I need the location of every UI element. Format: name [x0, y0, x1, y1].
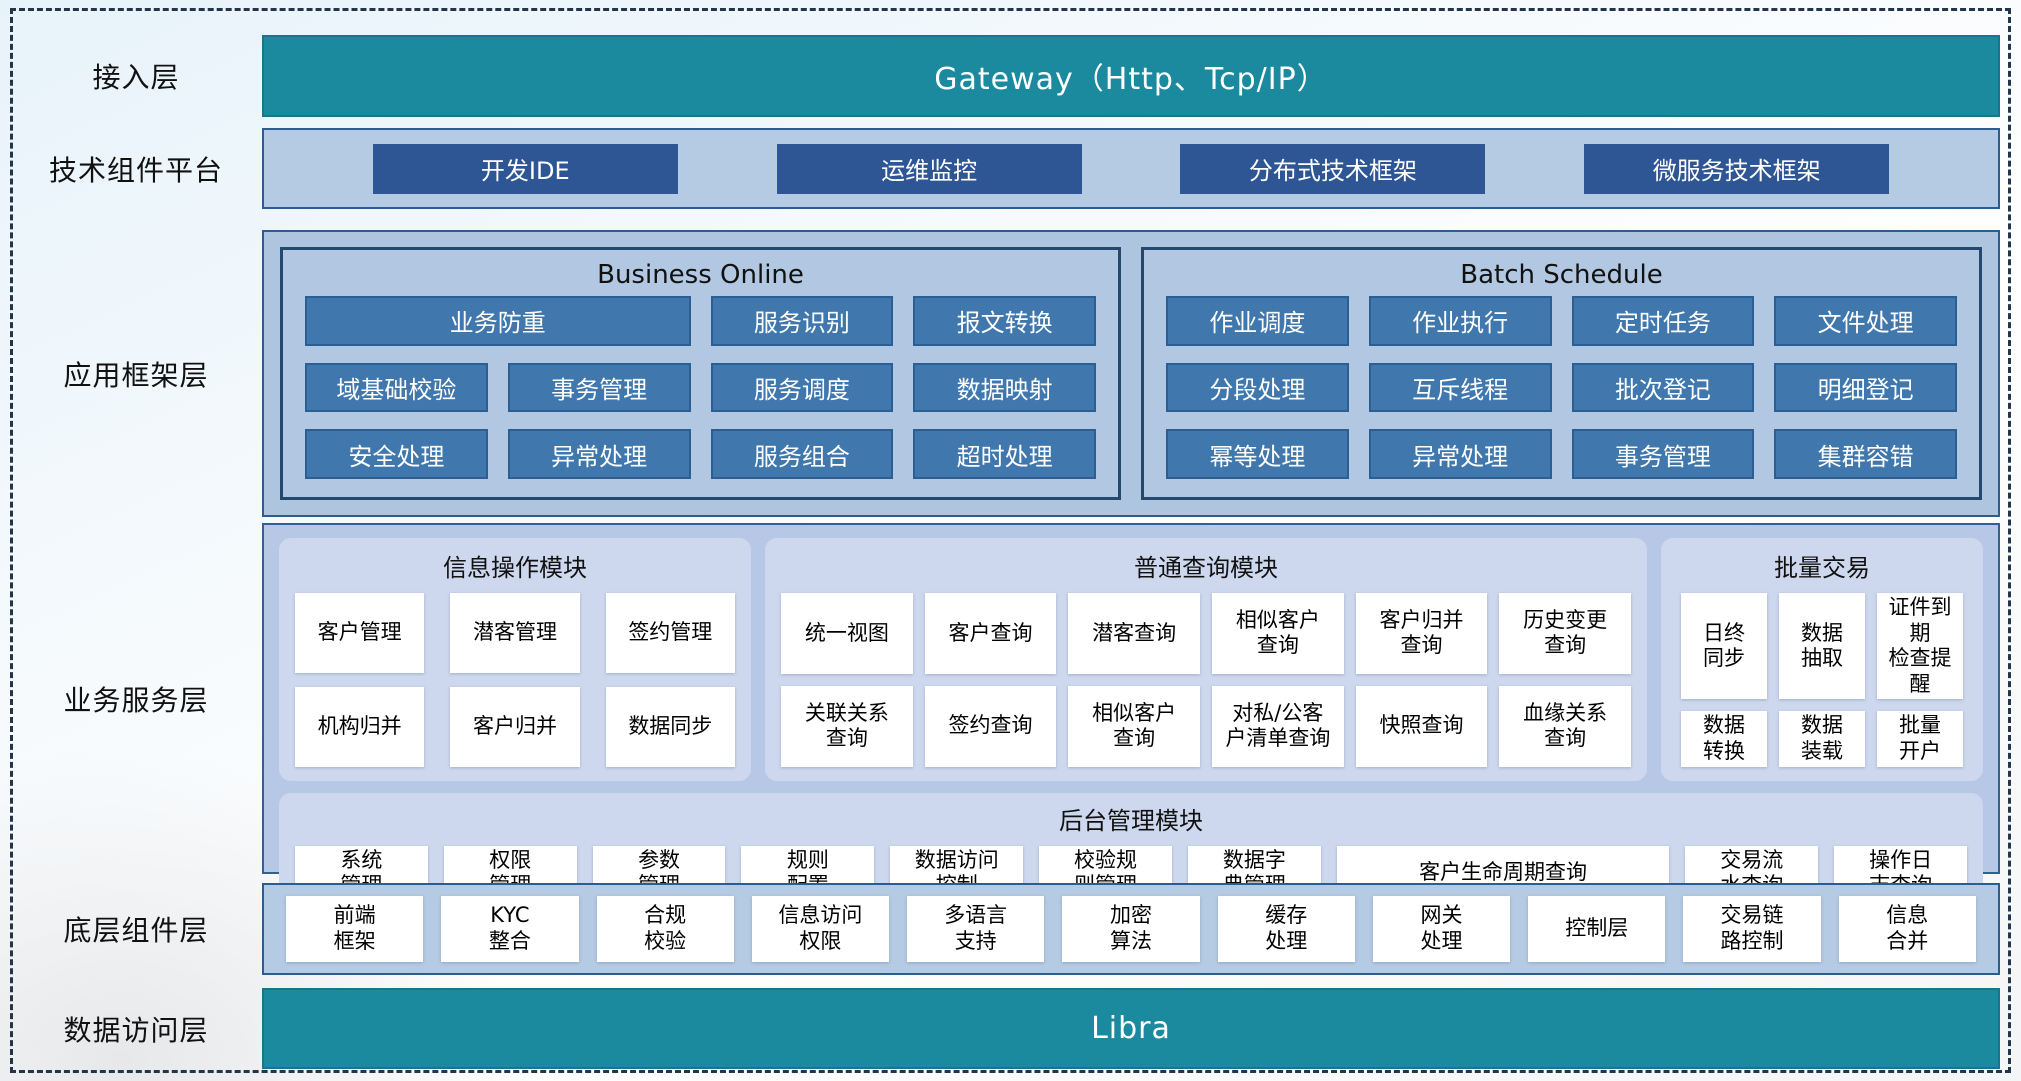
tech-box-ops-monitor: 运维监控: [776, 143, 1082, 194]
fw-box: 服务识别: [710, 296, 894, 346]
fw-box: 报文转换: [913, 296, 1096, 346]
fw-box: 批次登记: [1571, 362, 1755, 413]
service-box: 数据同步: [605, 686, 735, 767]
service-box: 血缘关系 查询: [1499, 685, 1631, 767]
layer-label-access: 接入层: [92, 61, 180, 94]
base-box: 缓存 处理: [1217, 896, 1355, 962]
batch-transaction-grid: 日终 同步 数据 抽取 证件到期 检查提醒 数据 转换 数据 装载 批量 开户: [1677, 593, 1967, 767]
fw-box: 明细登记: [1774, 362, 1957, 413]
batch-schedule-grid: 作业调度 作业执行 定时任务 文件处理 分段处理 互斥线程 批次登记 明细登记 …: [1166, 296, 1957, 479]
service-box: 签约查询: [924, 685, 1057, 767]
batch-schedule-title: Batch Schedule: [1460, 260, 1663, 290]
gateway-bar: Gateway（Http、Tcp/IP）: [262, 35, 2000, 117]
service-box: 对私/公客 户清单查询: [1212, 685, 1344, 767]
business-service-modules: 信息操作模块 客户管理 潜客管理 签约管理 机构归并 客户归并 数据同步 普通查…: [279, 538, 1983, 781]
service-box: 相似客户 查询: [1068, 685, 1200, 767]
service-box: 机构归并: [295, 686, 425, 767]
layer-label-framework: 应用框架层: [63, 358, 209, 392]
business-online-grid: 业务防重 服务识别 报文转换 域基础校验 事务管理 服务调度 数据映射 安全处理…: [305, 296, 1096, 479]
base-component-container: 前端 框架 KYC 整合 合规 校验 信息访问 权限 多语言 支持 加密 算法 …: [262, 883, 2000, 975]
fw-box: 互斥线程: [1368, 362, 1552, 413]
service-box: 客户查询: [924, 593, 1057, 674]
base-box: 交易链 路控制: [1683, 896, 1821, 962]
service-box: 数据 抽取: [1779, 593, 1865, 700]
service-box: 客户归并: [450, 686, 580, 767]
business-service-container: 信息操作模块 客户管理 潜客管理 签约管理 机构归并 客户归并 数据同步 普通查…: [262, 523, 2000, 914]
fw-box: 事务管理: [1571, 429, 1755, 479]
service-box: 快照查询: [1355, 685, 1488, 767]
info-operation-module: 信息操作模块 客户管理 潜客管理 签约管理 机构归并 客户归并 数据同步: [279, 538, 751, 781]
fw-box: 域基础校验: [305, 362, 488, 413]
common-query-module: 普通查询模块 统一视图 客户查询 潜客查询 相似客户 查询 客户归并 查询 历史…: [765, 538, 1647, 781]
business-online-title: Business Online: [597, 260, 804, 290]
batch-transaction-module: 批量交易 日终 同步 数据 抽取 证件到期 检查提醒 数据 转换 数据 装载 批…: [1661, 538, 1983, 781]
fw-box: 数据映射: [913, 362, 1096, 413]
base-box: 控制层: [1528, 896, 1666, 962]
common-query-title: 普通查询模块: [1134, 554, 1278, 582]
base-box: 合规 校验: [596, 896, 734, 962]
batch-schedule-panel: Batch Schedule 作业调度 作业执行 定时任务 文件处理 分段处理 …: [1141, 247, 1982, 500]
layer-label-base: 底层组件层: [63, 914, 209, 947]
layer-label-tech: 技术组件平台: [48, 153, 223, 187]
tech-box-microservice-fw: 微服务技术框架: [1584, 143, 1890, 194]
fw-box: 异常处理: [1368, 429, 1552, 479]
fw-box: 集群容错: [1774, 429, 1957, 479]
info-operation-title: 信息操作模块: [443, 554, 587, 582]
fw-box: 定时任务: [1571, 296, 1755, 346]
fw-box: 异常处理: [507, 429, 691, 479]
fw-box: 安全处理: [305, 429, 488, 479]
service-box: 证件到期 检查提醒: [1877, 593, 1963, 700]
app-framework-container: Business Online 业务防重 服务识别 报文转换 域基础校验 事务管…: [262, 230, 2000, 517]
service-box: 潜客查询: [1068, 593, 1200, 674]
fw-box: 作业执行: [1368, 296, 1552, 346]
service-box: 数据 转换: [1681, 711, 1767, 767]
service-box: 批量 开户: [1877, 711, 1963, 767]
base-box: 信息访问 权限: [751, 896, 890, 962]
fw-box: 作业调度: [1166, 296, 1349, 346]
common-query-grid: 统一视图 客户查询 潜客查询 相似客户 查询 客户归并 查询 历史变更 查询 关…: [781, 593, 1631, 767]
base-box: 多语言 支持: [907, 896, 1045, 962]
libra-bar: Libra: [262, 988, 2000, 1069]
service-box: 客户管理: [295, 593, 425, 673]
fw-box: 幂等处理: [1166, 429, 1349, 479]
fw-box: 服务调度: [710, 362, 894, 413]
fw-box: 事务管理: [507, 362, 691, 413]
fw-box: 服务组合: [710, 429, 894, 479]
base-box: 信息 合并: [1838, 896, 1976, 962]
base-box: 前端 框架: [286, 896, 424, 962]
tech-box-distributed-fw: 分布式技术框架: [1180, 143, 1486, 194]
service-box: 日终 同步: [1681, 593, 1767, 700]
layer-label-business: 业务服务层: [63, 683, 209, 717]
fw-box: 文件处理: [1774, 296, 1957, 346]
backend-admin-title: 后台管理模块: [1059, 806, 1203, 835]
service-box: 相似客户 查询: [1212, 593, 1344, 674]
service-box: 历史变更 查询: [1499, 593, 1631, 674]
service-box: 数据 装载: [1779, 711, 1865, 767]
service-box: 客户归并 查询: [1355, 593, 1488, 674]
base-box: 网关 处理: [1372, 896, 1511, 962]
service-box: 关联关系 查询: [781, 685, 913, 767]
tech-platform-container: 开发IDE 运维监控 分布式技术框架 微服务技术框架: [262, 128, 2000, 209]
batch-transaction-title: 批量交易: [1774, 554, 1870, 582]
business-online-panel: Business Online 业务防重 服务识别 报文转换 域基础校验 事务管…: [280, 247, 1121, 500]
base-box: KYC 整合: [441, 896, 579, 962]
fw-box: 超时处理: [913, 429, 1096, 479]
service-box: 签约管理: [605, 593, 735, 673]
base-box: 加密 算法: [1062, 896, 1200, 962]
service-box: 统一视图: [781, 593, 913, 674]
info-operation-grid: 客户管理 潜客管理 签约管理 机构归并 客户归并 数据同步: [295, 593, 735, 767]
tech-box-dev-ide: 开发IDE: [372, 143, 678, 194]
fw-box: 分段处理: [1166, 362, 1349, 413]
layer-label-data: 数据访问层: [63, 1013, 209, 1047]
fw-box: 业务防重: [305, 296, 691, 346]
service-box: 潜客管理: [450, 593, 580, 673]
